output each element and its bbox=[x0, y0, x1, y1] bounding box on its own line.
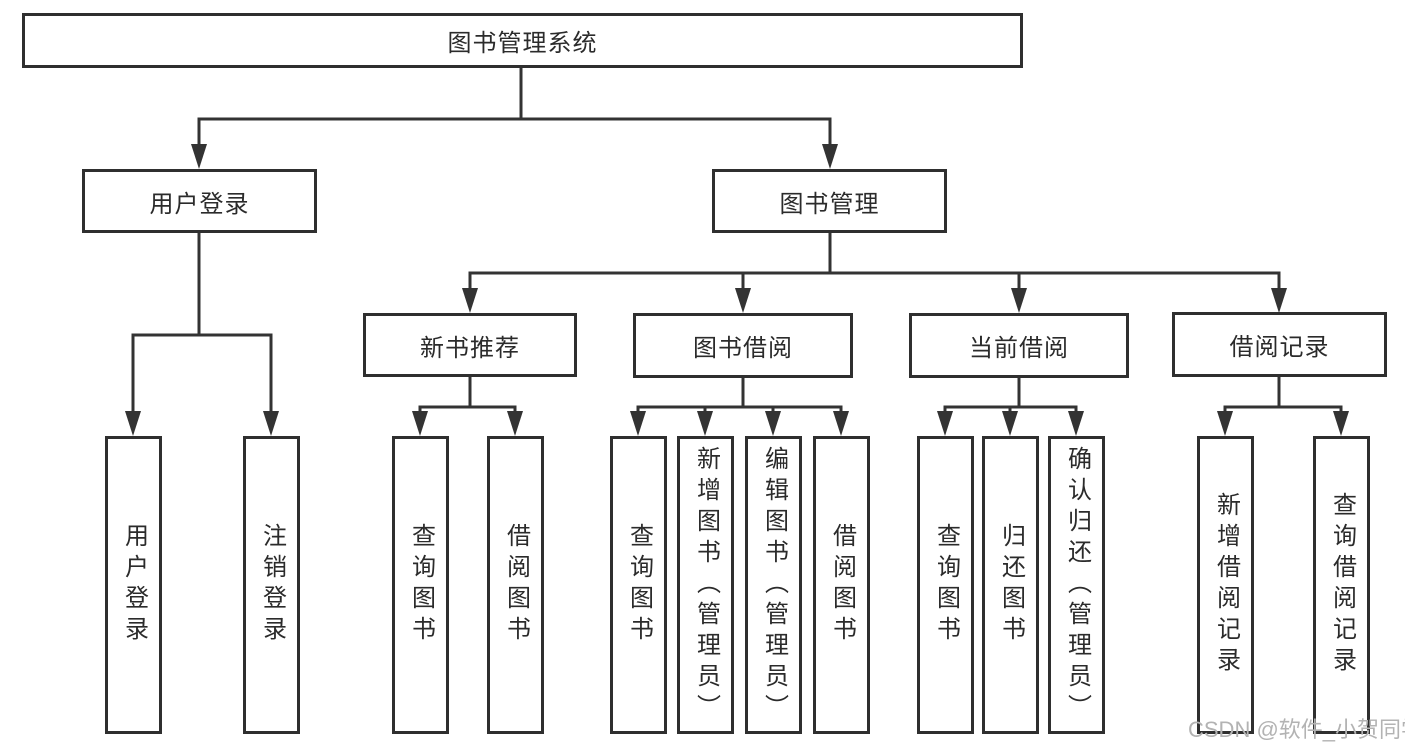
leaf-user-login: 用户登录 bbox=[105, 436, 162, 734]
leaf-label: 借阅图书 bbox=[502, 523, 530, 647]
leaf-label: 查询图书 bbox=[932, 523, 960, 647]
edges-new-book-recommend bbox=[412, 375, 523, 436]
leaf-label: 确认归还（管理员） bbox=[1063, 445, 1091, 725]
node-current-borrow: 当前借阅 bbox=[909, 313, 1129, 378]
leaf-logout: 注销登录 bbox=[243, 436, 300, 734]
edges-root bbox=[191, 66, 838, 169]
node-root: 图书管理系统 bbox=[22, 13, 1023, 68]
leaf-add-book-admin: 新增图书（管理员） bbox=[677, 436, 734, 734]
node-label: 借阅记录 bbox=[1229, 334, 1330, 361]
leaf-label: 查询图书 bbox=[407, 523, 435, 647]
edges-user-login bbox=[125, 231, 279, 436]
node-book-borrow: 图书借阅 bbox=[633, 313, 853, 378]
edges-current-borrow bbox=[937, 376, 1084, 436]
leaf-query-books-recommend: 查询图书 bbox=[392, 436, 449, 734]
leaf-confirm-return-admin: 确认归还（管理员） bbox=[1048, 436, 1105, 734]
leaf-borrow-books-2: 借阅图书 bbox=[813, 436, 870, 734]
leaf-label: 查询图书 bbox=[625, 523, 653, 647]
watermark: CSDN @软件_小贺同学 bbox=[1188, 717, 1405, 742]
leaf-label: 用户登录 bbox=[120, 523, 148, 647]
edges-borrow-records bbox=[1217, 375, 1349, 436]
leaf-return-book: 归还图书 bbox=[982, 436, 1039, 734]
node-label: 当前借阅 bbox=[969, 335, 1069, 362]
leaf-label: 归还图书 bbox=[997, 523, 1025, 647]
node-label: 用户登录 bbox=[149, 190, 250, 218]
node-label: 图书管理 bbox=[779, 190, 880, 218]
node-label: 图书借阅 bbox=[693, 335, 793, 362]
node-label: 图书管理系统 bbox=[447, 30, 598, 57]
leaf-label: 编辑图书（管理员） bbox=[760, 445, 788, 725]
leaf-query-books-borrow: 查询图书 bbox=[610, 436, 667, 734]
leaf-label: 借阅图书 bbox=[828, 523, 856, 647]
leaf-query-borrow-record: 查询借阅记录 bbox=[1313, 436, 1370, 734]
leaf-label: 注销登录 bbox=[258, 523, 286, 647]
node-new-book-recommend: 新书推荐 bbox=[363, 313, 577, 377]
node-book-management: 图书管理 bbox=[712, 169, 947, 233]
leaf-edit-book-admin: 编辑图书（管理员） bbox=[745, 436, 802, 734]
leaf-add-borrow-record: 新增借阅记录 bbox=[1197, 436, 1254, 734]
node-user-login: 用户登录 bbox=[82, 169, 317, 233]
node-label: 新书推荐 bbox=[420, 334, 520, 362]
edges-book-borrow bbox=[630, 376, 849, 436]
leaf-label: 新增借阅记录 bbox=[1212, 492, 1240, 678]
node-borrow-records: 借阅记录 bbox=[1172, 312, 1387, 377]
edges-book-management bbox=[462, 231, 1287, 313]
leaf-label: 新增图书（管理员） bbox=[692, 445, 720, 725]
leaf-borrow-books-recommend: 借阅图书 bbox=[487, 436, 544, 734]
leaf-query-books-current: 查询图书 bbox=[917, 436, 974, 734]
leaf-label: 查询借阅记录 bbox=[1328, 492, 1356, 678]
